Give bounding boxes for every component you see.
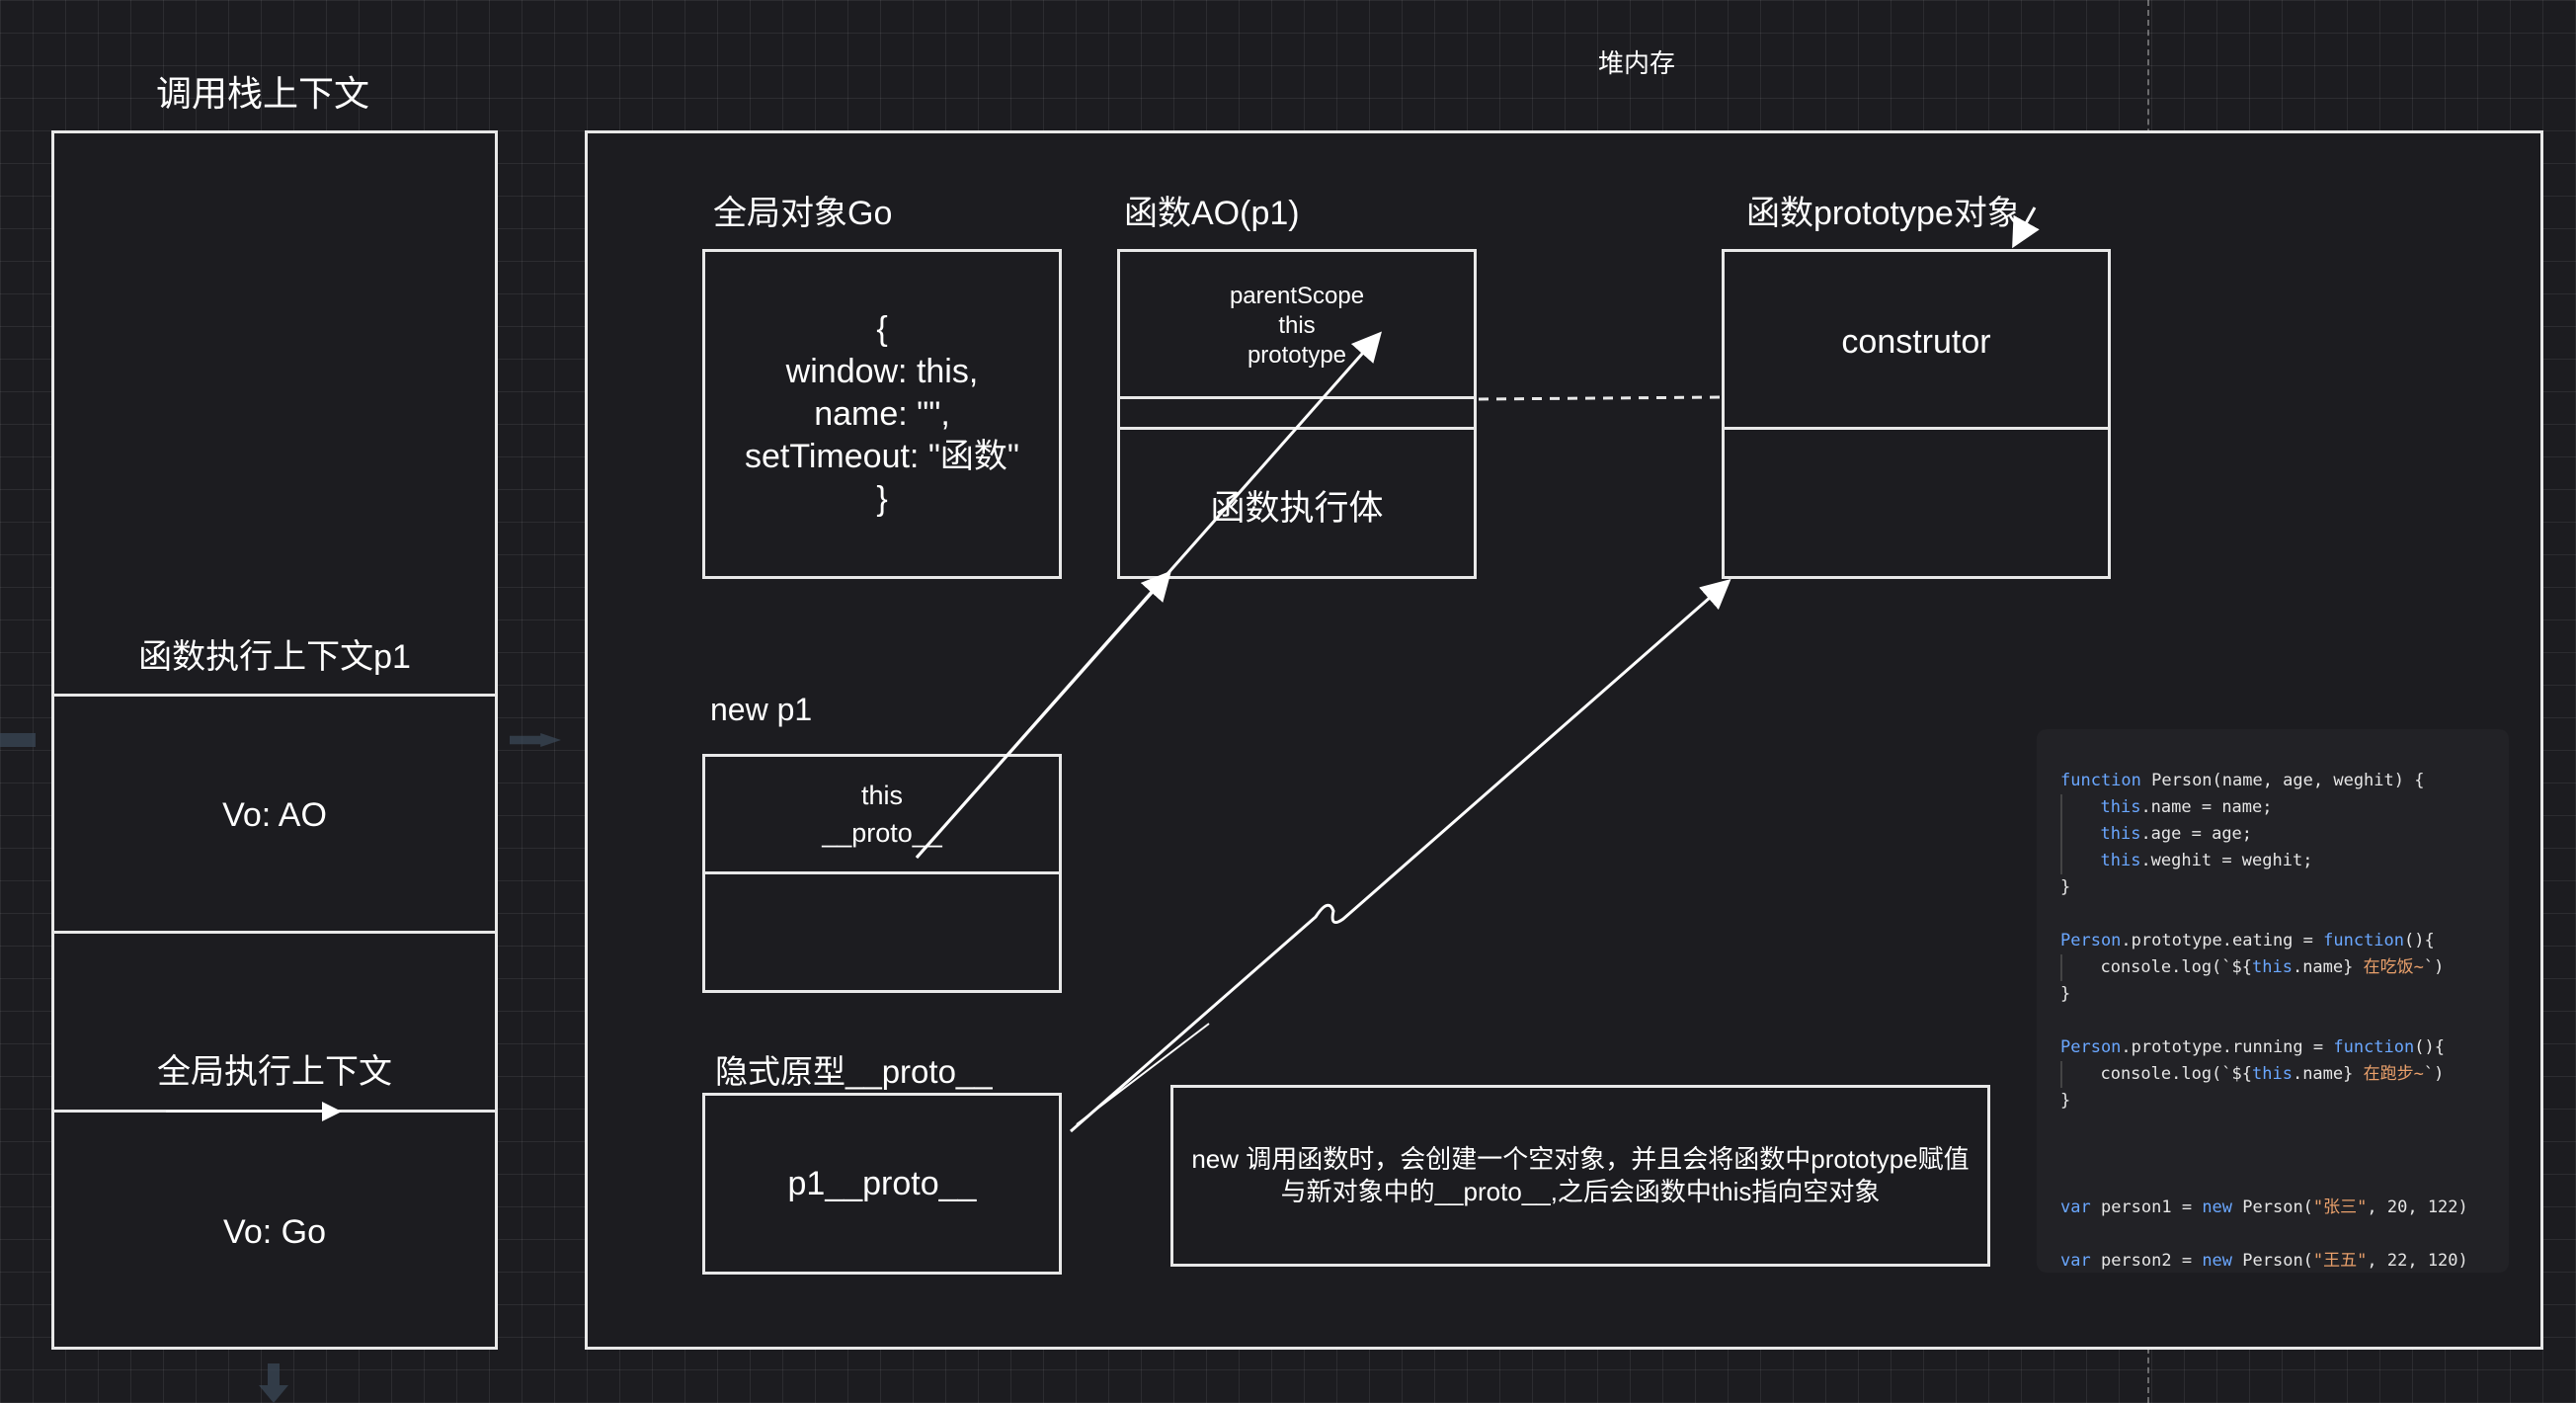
ao-fields: parentScope this prototype [1117, 279, 1477, 373]
ao-object-box [1117, 249, 1477, 579]
code-line: } [2060, 1091, 2071, 1111]
go-line: setTimeout: "函数" [745, 437, 1019, 475]
code-line: Person.prototype.eating = function(){ [2060, 931, 2435, 950]
prototype-object-box [1722, 249, 2111, 579]
divider [51, 694, 498, 697]
code-line [2060, 1168, 2509, 1195]
go-object-box: { window: this, name: "", setTimeout: "函… [702, 249, 1062, 579]
note-box: new 调用函数时，会创建一个空对象，并且会将函数中prototype赋值 与新… [1170, 1085, 1990, 1267]
go-line: window: this, [785, 352, 979, 390]
code-line: this.age = age; [2060, 821, 2509, 848]
new-p1-title: new p1 [710, 692, 813, 727]
vo-ao-label: Vo: AO [222, 795, 327, 834]
implicit-proto-box: p1__proto__ [702, 1093, 1062, 1275]
ao-proto-dashed-link [1478, 395, 1721, 401]
ao-body: 函数执行体 [1210, 488, 1384, 528]
ao-title: 函数AO(p1) [1124, 195, 1300, 232]
ao-line: parentScope [1229, 283, 1365, 309]
code-line [2060, 901, 2509, 928]
code-line: console.log(`${this.name} 在跑步~`) [2060, 1061, 2509, 1088]
note-line: new 调用函数时，会创建一个空对象，并且会将函数中prototype赋值 [1191, 1144, 1970, 1174]
prototype-title: 函数prototype对象 [1746, 195, 2021, 232]
new-p1-line: this [860, 781, 904, 810]
vo-go-label: Vo: Go [223, 1212, 326, 1251]
implicit-proto-title: 隐式原型__proto__ [715, 1053, 993, 1090]
ao-line: this [1278, 312, 1316, 339]
code-line [2060, 1221, 2509, 1248]
title-pointer-arrow [2012, 206, 2040, 249]
code-line: Person.prototype.running = function(){ [2060, 1037, 2445, 1057]
call-stack-title: 调用栈上下文 [156, 73, 370, 114]
call-stack-panel [51, 130, 498, 1350]
new-p1-fields: this __proto__ [702, 777, 1062, 852]
divider [702, 871, 1062, 874]
implicit-accent-line [1076, 1023, 1210, 1125]
code-line: function Person(name, age, weghit) { [2060, 771, 2425, 790]
code-line: this.weghit = weghit; [2060, 848, 2509, 874]
function-context-label: 函数执行上下文p1 [138, 637, 411, 676]
heap-title: 堆内存 [1598, 48, 1676, 78]
code-line: } [2060, 984, 2071, 1004]
divider [1117, 396, 1477, 399]
divider [1722, 427, 2111, 430]
code-line: var person1 = new Person("张三", 20, 122) [2060, 1197, 2468, 1217]
code-line: this.name = name; [2060, 794, 2509, 821]
code-line [2060, 1141, 2509, 1168]
code-snippet: function Person(name, age, weghit) { thi… [2037, 729, 2509, 1273]
go-line: { [876, 309, 888, 348]
proto-to-prototype-arrow [915, 331, 1382, 859]
new-p1-line: __proto__ [822, 818, 942, 848]
code-line: } [2060, 877, 2071, 897]
divider [51, 931, 498, 934]
go-title: 全局对象Go [713, 195, 893, 232]
code-line [2060, 1008, 2509, 1034]
note-line: 与新对象中的__proto__,之后会函数中this指向空对象 [1280, 1177, 1881, 1206]
constructor-field: construtor [1841, 322, 1991, 361]
code-line: var person2 = new Person("王五", 22, 120) [2060, 1251, 2468, 1271]
global-context-label: 全局执行上下文 [157, 1052, 392, 1091]
go-line: name: "", [814, 394, 950, 433]
implicit-to-prototype-arrow [1070, 579, 1731, 1133]
code-line: console.log(`${this.name} 在吃饭~`) [2060, 954, 2509, 981]
implicit-proto-field: p1__proto__ [787, 1164, 977, 1202]
code-line [2060, 1114, 2509, 1141]
right-arrow-stub [510, 733, 561, 747]
go-line: } [876, 479, 888, 518]
ao-line: prototype [1247, 342, 1347, 369]
left-arrow-stub [0, 733, 36, 747]
